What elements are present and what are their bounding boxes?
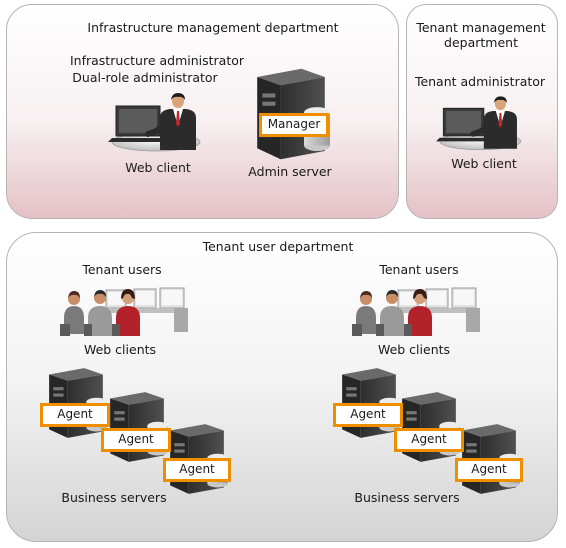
server-tower-icon [106, 390, 168, 464]
agent-box-1b: Agent [101, 428, 171, 452]
business-server-2b [398, 390, 460, 464]
agent-box-1c: Agent [163, 458, 231, 482]
tenant-users-label-1: Tenant users [82, 262, 162, 277]
group-at-computers-icon [60, 284, 190, 336]
tenant-users-figure-2 [352, 284, 482, 336]
tenant-administrator-label: Tenant administrator [414, 74, 546, 89]
infrastructure-department-panel [6, 4, 399, 219]
tenant-web-client-label: Web client [451, 156, 517, 171]
infrastructure-web-client-label: Web client [125, 160, 191, 175]
agent-box-1a: Agent [40, 403, 110, 427]
agent-box-2b: Agent [394, 428, 464, 452]
tenant-user-department-title: Tenant user department [202, 239, 354, 254]
agent-box-2c: Agent [455, 458, 523, 482]
dual-role-administrator-label: Dual-role administrator [72, 70, 218, 85]
web-clients-label-1: Web clients [83, 342, 157, 357]
group-at-computers-icon [352, 284, 482, 336]
infrastructure-admin-figure [108, 92, 208, 152]
person-at-laptop-icon [436, 93, 528, 153]
infrastructure-department-title: Infrastructure management department [87, 20, 339, 35]
tenant-users-figure-1 [60, 284, 190, 336]
tenant-management-title-line-2: department [444, 35, 518, 50]
admin-server-label: Admin server [248, 164, 332, 179]
tenant-management-title-line-1: Tenant management [416, 20, 546, 35]
tenant-admin-figure [436, 93, 528, 153]
business-servers-label-2: Business servers [354, 490, 460, 505]
person-at-laptop-icon [108, 92, 208, 152]
agent-box-2a: Agent [333, 403, 403, 427]
manager-software-box: Manager [259, 113, 329, 137]
web-clients-label-2: Web clients [377, 342, 451, 357]
business-server-1b [106, 390, 168, 464]
business-servers-label-1: Business servers [61, 490, 167, 505]
infrastructure-administrator-label: Infrastructure administrator [69, 53, 245, 68]
server-tower-icon [398, 390, 460, 464]
tenant-users-label-2: Tenant users [379, 262, 459, 277]
